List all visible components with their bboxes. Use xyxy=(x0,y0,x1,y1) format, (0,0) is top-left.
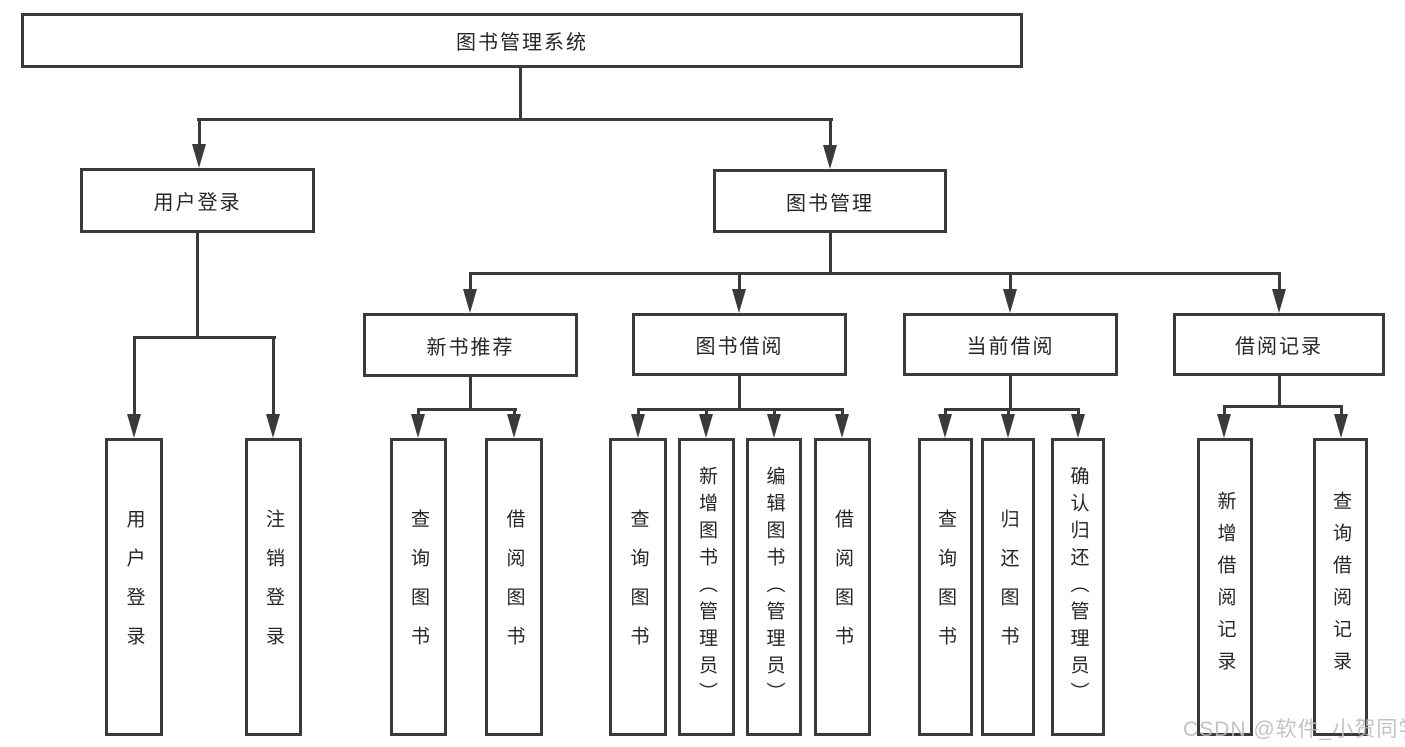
arrow-to-current-icon xyxy=(1003,289,1017,313)
arrow-leaf-icon xyxy=(938,414,952,438)
node-root-label: 图书管理系统 xyxy=(456,32,588,54)
connector-leaf-stem xyxy=(1223,405,1226,417)
connector-records-stem xyxy=(1278,376,1281,408)
connector-to-records-stem xyxy=(1278,272,1281,292)
leaf-borrow-books-label: 借阅图书 xyxy=(832,509,853,665)
leaf-add-book-admin: 新增图书（管理员） xyxy=(678,438,735,736)
connector-to-borrow-stem xyxy=(738,272,741,292)
connector-user-login-stem xyxy=(196,233,199,339)
leaf-query-borrow-record: 查询借阅记录 xyxy=(1313,438,1368,736)
leaf-add-book-admin-label: 新增图书（管理员） xyxy=(696,465,717,709)
connector-user-login-split xyxy=(133,336,276,339)
connector-leaf-stem xyxy=(637,408,640,417)
connector-leaf-stem xyxy=(1007,408,1010,417)
leaf-add-borrow-record: 新增借阅记录 xyxy=(1197,438,1253,736)
node-book-borrow-label: 图书借阅 xyxy=(695,336,784,358)
connector-root-stem xyxy=(519,68,522,121)
node-book-borrow: 图书借阅 xyxy=(632,313,847,376)
arrow-to-book-mgmt-icon xyxy=(823,145,837,169)
connector-leaf-stem xyxy=(705,408,708,417)
node-new-book-recommend: 新书推荐 xyxy=(363,313,578,377)
connector-current-stem xyxy=(1009,376,1012,411)
leaf-return-books-label: 归还图书 xyxy=(997,509,1019,665)
csdn-watermark: CSDN @软件_小贺同学 xyxy=(1183,718,1405,741)
arrow-to-new-rec-icon xyxy=(463,289,477,313)
leaf-borrow-books-recommend-label: 借阅图书 xyxy=(503,509,525,665)
connector-leaf-stem xyxy=(1077,408,1080,417)
connector-new-rec-split xyxy=(417,408,517,411)
connector-leaf-stem xyxy=(773,408,776,417)
connector-to-book-mgmt-stem xyxy=(829,118,832,147)
leaf-edit-book-admin: 编辑图书（管理员） xyxy=(746,438,802,736)
arrow-leaf-icon xyxy=(1334,414,1348,438)
node-book-management: 图书管理 xyxy=(713,169,947,233)
connector-to-current-stem xyxy=(1009,272,1012,292)
connector-book-mgmt-stem xyxy=(829,233,832,275)
arrow-leaf-icon xyxy=(507,414,521,438)
leaf-confirm-return-admin-label: 确认归还（管理员） xyxy=(1067,465,1089,709)
arrow-leaf-icon xyxy=(411,414,425,438)
node-user-login-label: 用户登录 xyxy=(153,192,242,214)
connector-book-mgmt-split xyxy=(469,272,1281,275)
connector-borrow-stem xyxy=(738,376,741,411)
leaf-query-books-recommend: 查询图书 xyxy=(390,438,447,736)
arrow-leaf-icon xyxy=(1217,414,1231,438)
leaf-add-borrow-record-label: 新增借阅记录 xyxy=(1214,491,1236,683)
leaf-logout: 注销登录 xyxy=(245,438,302,736)
connector-borrow-split xyxy=(637,408,844,411)
leaf-query-books-current-label: 查询图书 xyxy=(935,509,956,665)
connector-current-split xyxy=(944,408,1080,411)
connector-to-user-login-stem xyxy=(198,118,201,146)
node-current-borrow-label: 当前借阅 xyxy=(966,336,1055,358)
leaf-query-books-borrow-label: 查询图书 xyxy=(627,509,649,665)
leaf-query-borrow-record-label: 查询借阅记录 xyxy=(1330,491,1351,683)
leaf-borrow-books-recommend: 借阅图书 xyxy=(485,438,543,736)
leaf-user-login-label: 用户登录 xyxy=(123,509,145,665)
arrow-leaf-icon xyxy=(699,414,713,438)
arrow-leaf-icon xyxy=(631,414,645,438)
arrow-leaf-login-icon xyxy=(127,414,141,438)
node-user-login: 用户登录 xyxy=(80,168,315,233)
connector-root-split xyxy=(197,118,833,121)
connector-leaf-stem xyxy=(417,408,420,417)
arrow-leaf-icon xyxy=(767,414,781,438)
arrow-leaf-icon xyxy=(1071,414,1085,438)
node-root: 图书管理系统 xyxy=(21,13,1023,68)
leaf-query-books-borrow: 查询图书 xyxy=(609,438,667,736)
connector-to-new-rec-stem xyxy=(469,272,472,292)
connector-leaf-stem xyxy=(944,408,947,417)
leaf-confirm-return-admin: 确认归还（管理员） xyxy=(1051,438,1105,736)
leaf-edit-book-admin-label: 编辑图书（管理员） xyxy=(763,465,785,709)
connector-leaf-stem xyxy=(841,408,844,417)
node-book-management-label: 图书管理 xyxy=(786,192,874,215)
node-borrow-records: 借阅记录 xyxy=(1173,313,1385,376)
arrow-leaf-icon xyxy=(835,414,849,438)
connector-leaf-logout-stem xyxy=(272,336,275,416)
leaf-logout-label: 注销登录 xyxy=(263,509,284,665)
node-current-borrow: 当前借阅 xyxy=(903,313,1118,376)
arrow-to-records-icon xyxy=(1272,289,1286,313)
arrow-to-user-login-icon xyxy=(192,144,206,168)
node-new-book-recommend-label: 新书推荐 xyxy=(426,336,515,359)
arrow-leaf-icon xyxy=(1001,414,1015,438)
leaf-borrow-books: 借阅图书 xyxy=(814,438,871,736)
leaf-query-books-recommend-label: 查询图书 xyxy=(408,509,429,665)
arrow-to-borrow-icon xyxy=(732,289,746,313)
connector-leaf-stem xyxy=(513,408,516,417)
leaf-query-books-current: 查询图书 xyxy=(918,438,973,736)
arrow-leaf-logout-icon xyxy=(266,414,280,438)
node-borrow-records-label: 借阅记录 xyxy=(1235,336,1323,358)
connector-leaf-login-stem xyxy=(133,336,136,416)
leaf-return-books: 归还图书 xyxy=(981,438,1035,736)
connector-leaf-stem xyxy=(1340,405,1343,417)
connector-records-split xyxy=(1223,405,1343,408)
connector-new-rec-stem xyxy=(469,377,472,411)
leaf-user-login: 用户登录 xyxy=(105,438,163,736)
